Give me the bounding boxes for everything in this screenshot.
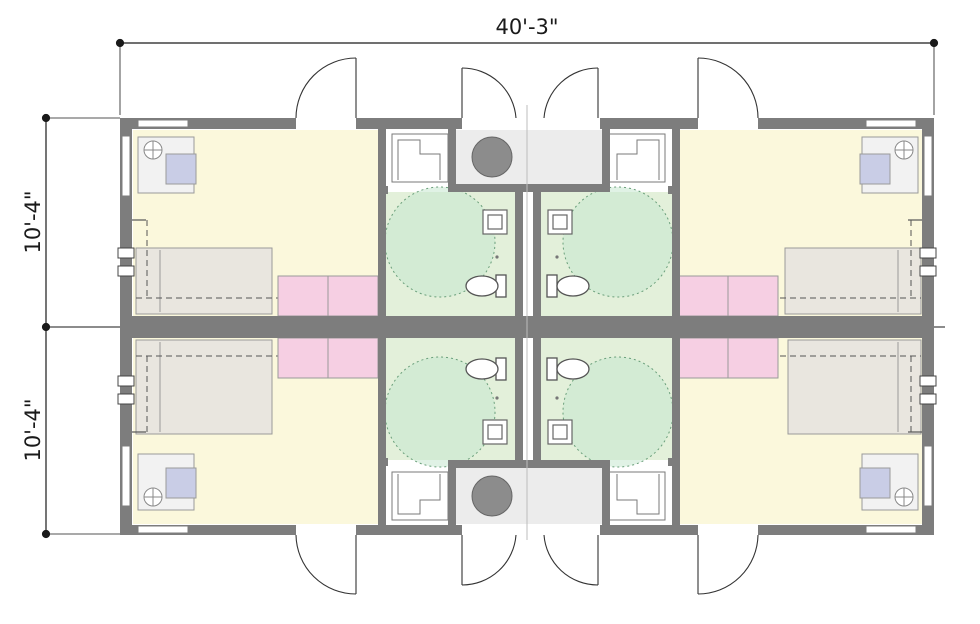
grab-bar-dots bbox=[495, 255, 559, 400]
sink-lower-left bbox=[482, 419, 508, 445]
overall-width-label: 40'-3" bbox=[495, 15, 558, 39]
water-heater-upper bbox=[471, 136, 513, 178]
window-right-lower bbox=[923, 445, 933, 507]
chair-lower-left bbox=[165, 467, 197, 499]
window-bottom-right bbox=[865, 525, 917, 534]
toilet-upper-left bbox=[465, 274, 507, 298]
lamp-icon bbox=[894, 140, 914, 160]
window-bottom-left bbox=[137, 525, 189, 534]
door-top-utility-right bbox=[543, 67, 599, 119]
bed-upper-left bbox=[135, 247, 273, 315]
toilet-lower-right bbox=[546, 357, 590, 381]
water-heaters bbox=[471, 136, 513, 517]
beds bbox=[135, 247, 922, 435]
chair-upper-right bbox=[859, 153, 891, 185]
window-right-upper bbox=[923, 135, 933, 197]
bed-lower-left bbox=[135, 339, 273, 435]
door-bottom-right bbox=[697, 534, 759, 595]
door-top-right bbox=[697, 57, 759, 119]
shower-upper-left bbox=[388, 130, 452, 186]
sink-upper-right bbox=[547, 209, 573, 235]
water-heater-lower bbox=[471, 475, 513, 517]
windows bbox=[121, 119, 933, 534]
shower-lower-left bbox=[388, 468, 452, 524]
door-top-left bbox=[295, 57, 357, 119]
sinks bbox=[482, 209, 573, 445]
lamp-icon bbox=[894, 487, 914, 507]
upper-depth-label: 10'-4" bbox=[21, 190, 45, 253]
toilet-lower-left bbox=[465, 357, 507, 381]
shower-lower-right bbox=[605, 468, 669, 524]
sink-lower-right bbox=[547, 419, 573, 445]
window-top-left bbox=[137, 119, 189, 128]
door-bottom-left bbox=[295, 534, 357, 595]
sink-upper-left bbox=[482, 209, 508, 235]
lamp-icon bbox=[143, 487, 163, 507]
door-top-utility-left bbox=[461, 67, 517, 119]
lamp-icons bbox=[143, 140, 914, 507]
bed-upper-right bbox=[784, 247, 922, 315]
chair-upper-left bbox=[165, 153, 197, 185]
interior-partition-lines bbox=[132, 219, 922, 433]
toilets bbox=[465, 274, 590, 381]
bed-lower-right bbox=[787, 339, 922, 435]
door-bottom-utility-right bbox=[543, 534, 599, 586]
window-left-lower bbox=[121, 445, 131, 507]
turning-circles bbox=[384, 186, 674, 468]
window-top-right bbox=[865, 119, 917, 128]
shower-upper-right bbox=[605, 130, 669, 186]
toilet-upper-right bbox=[546, 274, 590, 298]
outlet-icons bbox=[117, 247, 937, 405]
chair-lower-right bbox=[859, 467, 891, 499]
lamp-icon bbox=[143, 140, 163, 160]
window-left-upper bbox=[121, 135, 131, 197]
doors bbox=[295, 57, 759, 595]
lower-depth-label: 10'-4" bbox=[21, 398, 45, 461]
door-bottom-utility-left bbox=[461, 534, 517, 586]
